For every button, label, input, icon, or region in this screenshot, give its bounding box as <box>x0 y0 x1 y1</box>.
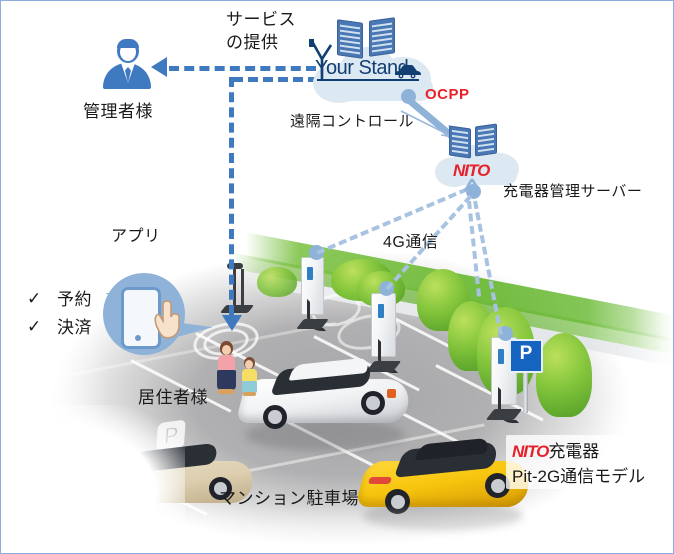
pointing-hand-icon <box>154 300 180 339</box>
parking-sign-text: P <box>519 343 533 364</box>
ocpp-label: OCPP <box>425 86 470 103</box>
app-feature-label-payment: 決済 <box>57 318 92 337</box>
product-callout-line1: NITO充電器 <box>512 437 673 462</box>
mother-skirt <box>217 370 236 390</box>
smartphone-icon <box>121 287 161 349</box>
service-flow-horizontal <box>169 66 316 71</box>
admin-hair <box>117 39 139 48</box>
4g-node-charger3 <box>498 326 513 341</box>
app-feature-check: ✓ <box>27 289 42 308</box>
smartphone-home-button <box>135 335 141 341</box>
charger-display <box>307 267 313 280</box>
service-flow-vertical <box>229 77 234 315</box>
plug-icon <box>309 39 333 79</box>
car-wheel <box>263 405 287 429</box>
car-wheel <box>385 489 410 514</box>
parking-label: マンション駐車場 <box>219 489 359 508</box>
server-unit <box>475 123 497 157</box>
charger-display <box>378 304 384 318</box>
charger-management-server-label: 充電器管理サーバー <box>503 183 643 200</box>
car-icon <box>395 65 421 79</box>
4g-node-charger1 <box>309 245 324 260</box>
service-flow-arrow-left <box>151 57 167 77</box>
child-top <box>242 369 257 382</box>
service-provision-label: サービス の提供 <box>226 10 296 52</box>
server-unit <box>449 125 471 159</box>
your-stand-brand-prefix: Y <box>315 57 327 79</box>
mother-shoes <box>218 389 234 394</box>
service-flow-horizontal-2 <box>233 77 333 82</box>
charging-station <box>296 257 329 341</box>
shrub <box>257 267 297 297</box>
child-shoes <box>243 392 256 396</box>
app-feature-check: ✓ <box>27 317 42 336</box>
cloud-puff <box>443 165 517 185</box>
4g-communication-label: 4G通信 <box>383 234 439 251</box>
mother-top <box>218 355 235 371</box>
product-callout: NITO充電器 Pit-2G通信モデル <box>506 435 673 489</box>
charging-connector <box>387 389 396 398</box>
product-callout-line2: Pit-2G通信モデル <box>512 467 646 486</box>
nito-server-icon <box>449 123 507 161</box>
administrator-icon <box>99 39 155 89</box>
server-unit <box>337 19 363 59</box>
your-stand-brand: Your Stand <box>315 57 409 80</box>
charger-display <box>498 349 504 364</box>
tree <box>536 333 592 417</box>
car-wheel <box>361 391 385 415</box>
remote-control-label: 遠隔コントロール <box>290 113 415 130</box>
nito-logo: NITO <box>453 161 490 180</box>
parking-sign: P <box>509 339 543 373</box>
4g-node-charger2 <box>379 281 394 296</box>
child-face <box>245 360 253 369</box>
service-flow-arrow-down <box>222 315 242 331</box>
white-car <box>235 357 415 431</box>
lamp-post <box>241 269 244 305</box>
app-label: アプリ <box>111 228 161 245</box>
server-unit <box>369 17 395 57</box>
nito-server-cloud <box>435 141 525 187</box>
4g-arrowhead <box>463 178 481 192</box>
child-skirt <box>242 381 257 393</box>
resident-child <box>239 357 259 397</box>
product-callout-charger: 充電器 <box>548 442 600 461</box>
mother-face <box>222 345 231 355</box>
resident-label: 居住者様 <box>138 388 208 407</box>
your-stand-brand-name: our Stand <box>326 57 409 79</box>
resident-mother <box>214 341 238 395</box>
admin-tie <box>125 67 131 83</box>
nito-logo-small: NITO <box>512 442 549 461</box>
app-feature-label-reserve: 予約 <box>57 290 92 309</box>
your-stand-server-icon <box>335 15 403 61</box>
car-taillight <box>368 477 392 484</box>
administrator-label: 管理者様 <box>83 102 153 121</box>
your-stand-underline <box>317 79 419 81</box>
car-fade-mask <box>1 405 185 553</box>
